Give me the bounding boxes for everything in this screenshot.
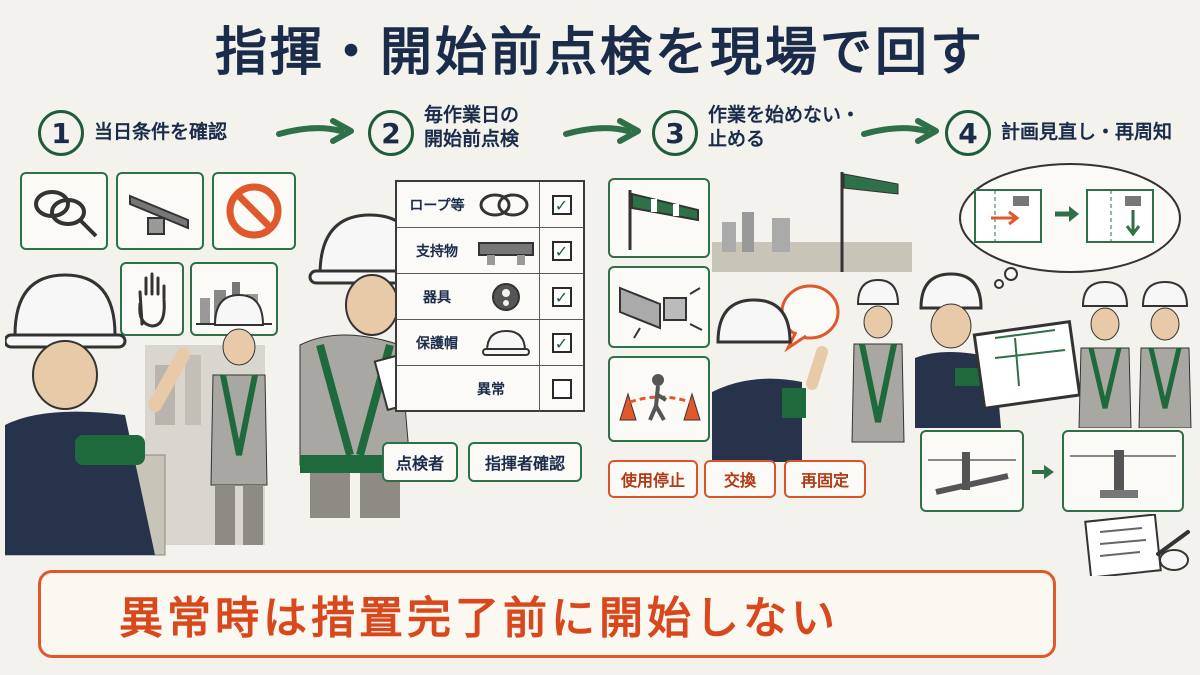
checkbox-checked[interactable]: ✓ [551,241,572,261]
arrow-right-icon [563,118,641,144]
descender-device-icon [492,283,520,311]
rope-icon [479,193,529,217]
step-4-header: 4 計画見直し・再周知 [945,110,1172,156]
hand-stop-icon-card [120,262,184,336]
traffic-cone-barrier-icon [619,374,701,421]
prohibition-icon-card [212,172,296,250]
helmet-icon [482,329,530,356]
replace-badge: 交換 [704,460,776,498]
inspector-badge: 点検者 [382,442,458,482]
damaged-anchor-icon [619,286,703,339]
step-2-number: 2 [368,110,414,156]
rope-icon [34,190,98,238]
clipboard-signing-icon [1084,514,1190,576]
inspection-checklist: ロープ等 ✓ 支持物 ✓ 器具 ✓ 保護帽 ✓ 異常 [395,180,585,412]
step-2-header: 2 毎作業日の 開始前点検 [368,104,519,156]
briefing-team-illustration [915,272,1192,428]
step-3-label: 作業を始めない・ 止める [708,104,861,150]
checkbox-unchecked[interactable] [551,379,572,399]
arrow-right-icon [861,118,939,144]
checkbox-checked[interactable]: ✓ [551,333,572,353]
plan-revision-thought-bubble [959,163,1181,289]
checklist-item-label: ロープ等 [409,198,465,214]
step-4-label: 計画見直し・再周知 [1001,121,1173,144]
page-title: 指揮・開始前点検を現場で回す [214,23,985,83]
checklist-item-label: 支持物 [416,244,458,260]
step-3-header: 3 作業を始めない・ 止める [652,104,860,156]
beam-support-icon [129,194,189,235]
arrow-right-icon [1032,465,1054,479]
beam-support-icon [478,242,534,265]
step-4-number: 4 [945,110,991,156]
anchor-before-card [920,430,1024,512]
checklist-row: ロープ等 ✓ [397,182,583,228]
commander-worker-rooftop-illustration [5,273,268,556]
checkbox-checked[interactable]: ✓ [551,287,572,307]
checklist-item-label: 器具 [423,290,451,306]
windsock-icon [628,190,699,250]
stop-use-badge: 使用停止 [608,460,698,498]
windsock-icon-card [608,178,710,258]
checkbox-checked[interactable]: ✓ [551,195,572,215]
roof-anchor-icon [928,452,1016,495]
step-2-label: 毎作業日の 開始前点検 [424,104,520,150]
barrier-cone-icon-card [608,356,710,442]
prohibition-icon [226,183,282,239]
checklist-item-label: 異常 [477,382,505,398]
checklist-item-label: 保護帽 [416,336,458,352]
anchor-after-card [1062,430,1184,512]
checklist-row: 異常 [397,366,583,412]
checklist-row: 保護帽 ✓ [397,320,583,366]
stop-work-rooftop-illustration [712,172,912,462]
hand-stop-icon [138,272,166,328]
checklist-row: 支持物 ✓ [397,228,583,274]
damaged-anchor-icon-card [608,266,710,348]
warning-banner: 異常時は措置完了前に開始しない [38,570,1056,658]
roof-anchor-icon [1070,450,1176,498]
step-3-number: 3 [652,110,698,156]
step-1-number: 1 [38,110,84,156]
step-1-header: 1 当日条件を確認 [38,110,227,156]
beam-icon-card [116,172,204,250]
rope-icon-card [20,172,108,250]
commander-check-badge: 指揮者確認 [468,442,582,482]
arrow-right-icon [276,118,354,144]
step-1-label: 当日条件を確認 [94,121,228,144]
checklist-row: 器具 ✓ [397,274,583,320]
refix-badge: 再固定 [784,460,866,498]
